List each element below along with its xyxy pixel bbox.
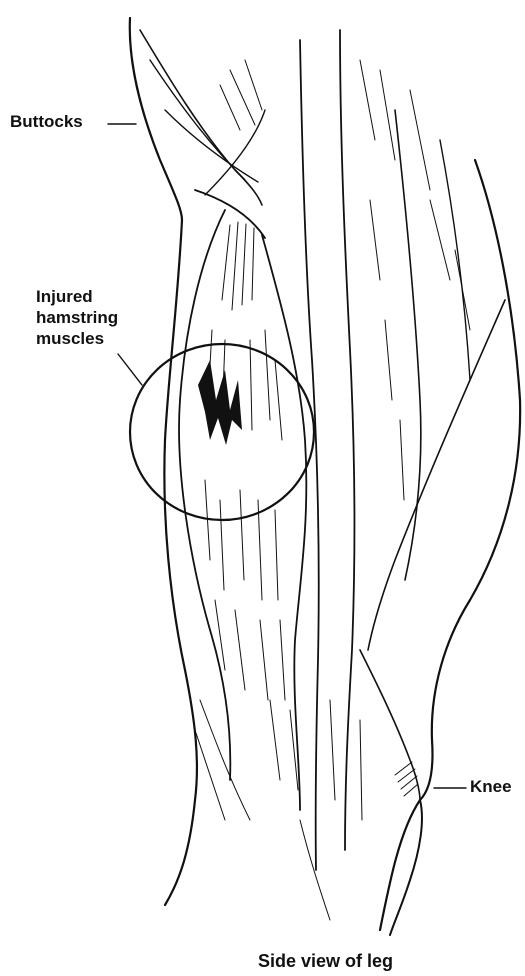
knee-label: Knee (470, 776, 512, 797)
hamstring-fibers (205, 222, 285, 700)
quad-muscle-lines (360, 60, 470, 500)
knee-hatching (395, 762, 418, 796)
knee-diagonal (368, 300, 505, 650)
tendon-line-1 (300, 40, 319, 870)
diagram-caption: Side view of leg (258, 951, 393, 972)
quad-line-1 (395, 110, 421, 580)
buttock-fold-3 (165, 110, 258, 182)
injury-highlight-circle (130, 344, 314, 520)
lower-leg-lines (195, 700, 362, 920)
hamstring-pointer (118, 354, 142, 385)
hamstring-right-edge (262, 235, 306, 810)
buttock-lines (220, 60, 262, 130)
knee-cap (360, 650, 420, 800)
buttock-crease (195, 190, 265, 238)
hamstring-label-line-3: muscles (36, 328, 118, 349)
tendon-line-2 (340, 30, 354, 850)
shin-outline (390, 800, 422, 935)
injury-marks (198, 360, 242, 445)
leg-back-outline (130, 18, 197, 905)
hamstring-label-line-1: Injured (36, 286, 118, 307)
buttocks-label: Buttocks (10, 111, 83, 132)
injured-hamstring-label: Injured hamstring muscles (36, 286, 118, 349)
hamstring-label-line-2: hamstring (36, 307, 118, 328)
